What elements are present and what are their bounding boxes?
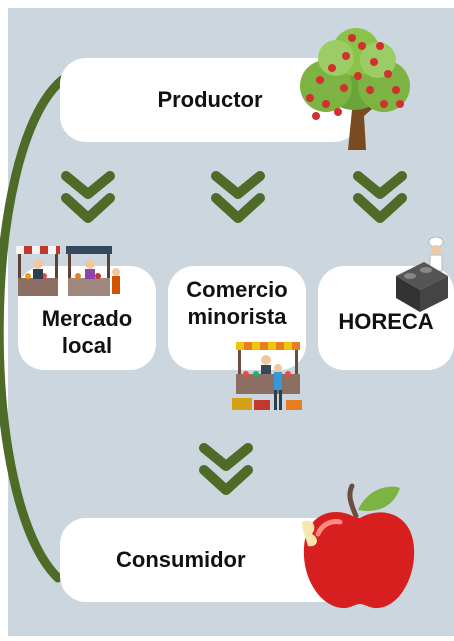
node-consumidor-label: Consumidor: [116, 547, 246, 572]
apple-icon: [302, 483, 415, 609]
double-chevron-down-icon: [61, 171, 115, 223]
node-mercado-local-line-2: local: [61, 333, 113, 358]
node-comercio-minorista: Comercio minorista: [168, 266, 306, 370]
node-comercio-minorista-line-1: Comercio: [186, 277, 288, 302]
double-chevron-down-icon: [353, 171, 407, 223]
double-chevron-down-icon: [199, 443, 253, 495]
node-comercio-minorista-label: Comercio minorista: [186, 276, 287, 330]
node-mercado-local-label: Mercado local: [42, 277, 132, 359]
node-productor-label: Productor: [157, 87, 263, 112]
node-horeca-label: HORECA: [338, 309, 434, 334]
market-stalls-icon: [16, 246, 120, 296]
market-stall-icon: [232, 342, 302, 410]
double-chevron-down-icon: [211, 171, 265, 223]
node-mercado-local-line-1: Mercado: [41, 306, 133, 331]
node-comercio-minorista-line-2: minorista: [187, 304, 287, 329]
apple-tree-icon: [300, 28, 410, 150]
chef-kitchen-icon: [396, 236, 448, 312]
node-mercado-local: Mercado local: [18, 266, 156, 370]
